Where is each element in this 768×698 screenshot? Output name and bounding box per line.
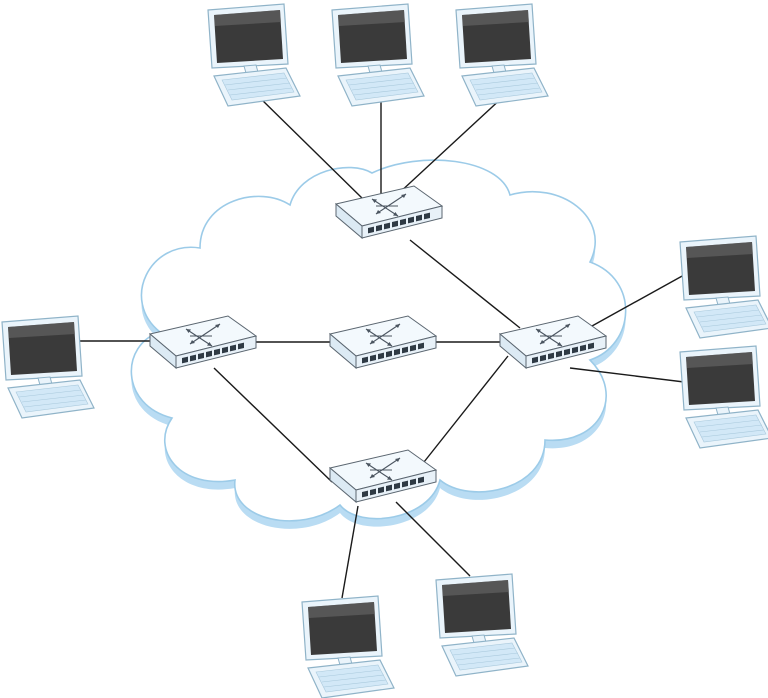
pc-bottom-2-computer-icon	[435, 573, 529, 677]
pc-right-2-computer-icon	[679, 345, 768, 449]
link-sw-right-to-sw-bottom	[423, 355, 509, 463]
pc-top-1-computer-icon	[207, 3, 301, 107]
pc-top-2-computer-icon	[331, 3, 425, 107]
link-sw-right-to-pc-right-2	[569, 367, 685, 383]
link-pc-top-3-to-sw-top	[397, 95, 505, 195]
pc-right-1-computer-icon	[679, 235, 768, 339]
pc-top-3-computer-icon	[455, 3, 549, 107]
link-pc-top-1-to-sw-top	[257, 95, 365, 201]
link-sw-right-to-pc-right-1	[591, 274, 685, 327]
pc-bottom-1-computer-icon	[301, 595, 395, 698]
links-layer	[80, 95, 685, 599]
link-sw-top-to-sw-right	[409, 239, 521, 329]
pc-left-computer-icon	[1, 315, 95, 419]
link-sw-bottom-to-pc-bottom-1	[341, 505, 359, 599]
devices-layer	[1, 3, 768, 698]
link-sw-left-to-sw-bottom	[213, 367, 333, 483]
link-sw-bottom-to-pc-bottom-2	[395, 501, 471, 577]
